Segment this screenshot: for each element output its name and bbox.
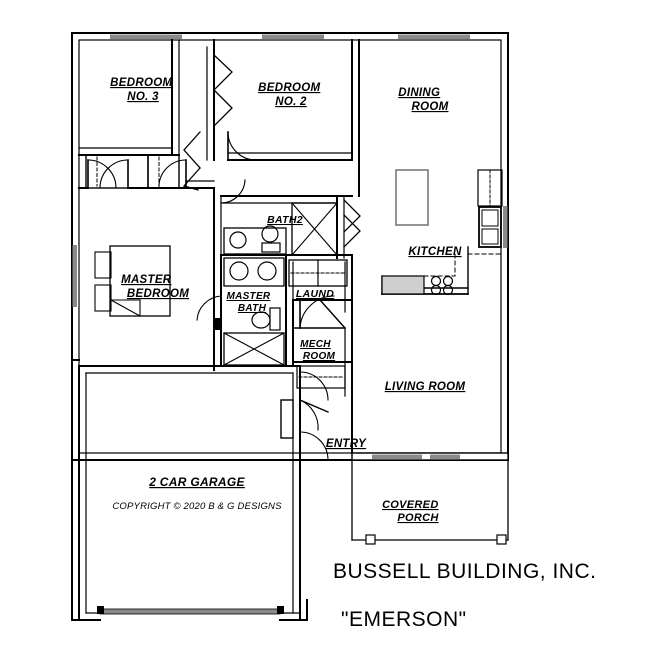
appliance-fridge-top <box>481 209 499 227</box>
label-master-bedroom: MASTER BEDROOM <box>121 274 189 300</box>
fixture-shower-master <box>223 332 285 366</box>
fixture-sink-master-2 <box>257 261 277 281</box>
door-entry-arc2 <box>299 399 319 431</box>
fixture-toilet-master-tank <box>269 307 281 331</box>
fixture-vanity-bath2 <box>223 227 287 255</box>
furniture-pillow-2 <box>94 284 112 312</box>
window-dining <box>398 34 470 39</box>
company-name: BUSSELL BUILDING, INC. <box>333 560 596 583</box>
garage-door-jamb-left <box>97 606 104 614</box>
door-masterbath-arc <box>196 295 222 321</box>
appliance-fridge-bottom <box>481 228 499 245</box>
burner-3 <box>430 284 442 296</box>
window-master-bedroom <box>72 245 77 307</box>
fixture-tub-bath2-x <box>291 202 338 256</box>
garage-overhead-door <box>99 608 281 615</box>
label-bedroom-2: BEDROOM NO. 2 <box>258 82 324 108</box>
title-block: BUSSELL BUILDING, INC. "EMERSON" <box>333 560 596 631</box>
label-covered-porch: COVERED PORCH <box>382 499 442 524</box>
fixture-kitchen-sink <box>381 275 425 295</box>
label-kitchen: KITCHEN <box>408 246 462 258</box>
room-labels-group: BEDROOM NO. 3 BEDROOM NO. 2 DINING ROOM … <box>110 77 465 524</box>
label-laundry: LAUND <box>296 288 334 300</box>
window-living-2 <box>430 454 460 459</box>
bifold-bed2-1 <box>213 54 233 91</box>
furniture-dining-table <box>395 169 429 226</box>
door-bedroom2-arc <box>227 131 257 161</box>
burner-4 <box>442 284 454 296</box>
fixture-shower-master-x <box>223 332 285 366</box>
bifold-bath2-1 <box>343 199 361 233</box>
label-mech-room: MECH ROOM <box>300 339 335 362</box>
door-front-arc <box>299 431 329 461</box>
furniture-pillow-1 <box>94 251 112 279</box>
label-entry: ENTRY <box>326 438 367 450</box>
door-entry-upper-arc <box>299 371 329 401</box>
label-bedroom-3: BEDROOM NO. 3 <box>110 77 176 103</box>
label-master-bath: MASTER BATH <box>226 291 273 314</box>
label-living-room: LIVING ROOM <box>385 381 466 393</box>
bifold-bed2-2 <box>213 89 233 127</box>
fixture-vanity-master <box>223 257 285 287</box>
plan-name: "EMERSON" <box>341 608 467 631</box>
fixture-toilet-bath2-bowl <box>261 225 279 243</box>
label-garage: 2 CAR GARAGE <box>148 475 245 489</box>
walls-group <box>71 32 509 621</box>
bifold-hall-2 <box>182 167 201 191</box>
door-bedroom3-arc2 <box>87 159 117 189</box>
bifold-bath2-2 <box>343 214 361 248</box>
window-kitchen <box>503 206 508 248</box>
door-masterbath-jamb <box>214 318 222 330</box>
window-bedroom2 <box>262 34 324 39</box>
door-hall-arc <box>158 159 187 189</box>
window-bedroom3 <box>110 34 182 39</box>
house-outline-outer <box>71 32 509 461</box>
garage-door-jamb-right <box>277 606 284 614</box>
furniture-bed-fold <box>110 299 141 317</box>
door-bath2-arc <box>220 179 246 204</box>
fixture-sink-bath2 <box>229 231 247 249</box>
mech-closet <box>296 365 346 389</box>
porch-column-1 <box>365 534 376 545</box>
label-dining-room: DINING ROOM <box>398 87 448 113</box>
door-garage-entry-jamb <box>280 399 294 439</box>
porch-column-2 <box>496 534 507 545</box>
copyright-notice: COPYRIGHT © 2020 B & G DESIGNS <box>112 501 282 512</box>
window-living-1 <box>372 454 422 459</box>
label-bath-2: BATH2 <box>267 214 303 226</box>
bifold-hall-1 <box>183 131 201 169</box>
fixture-sink-master-1 <box>229 261 249 281</box>
door-mech-leaf2 <box>319 299 346 329</box>
appliance-refrigerator <box>478 206 502 248</box>
fixture-toilet-bath2-tank <box>261 242 281 253</box>
